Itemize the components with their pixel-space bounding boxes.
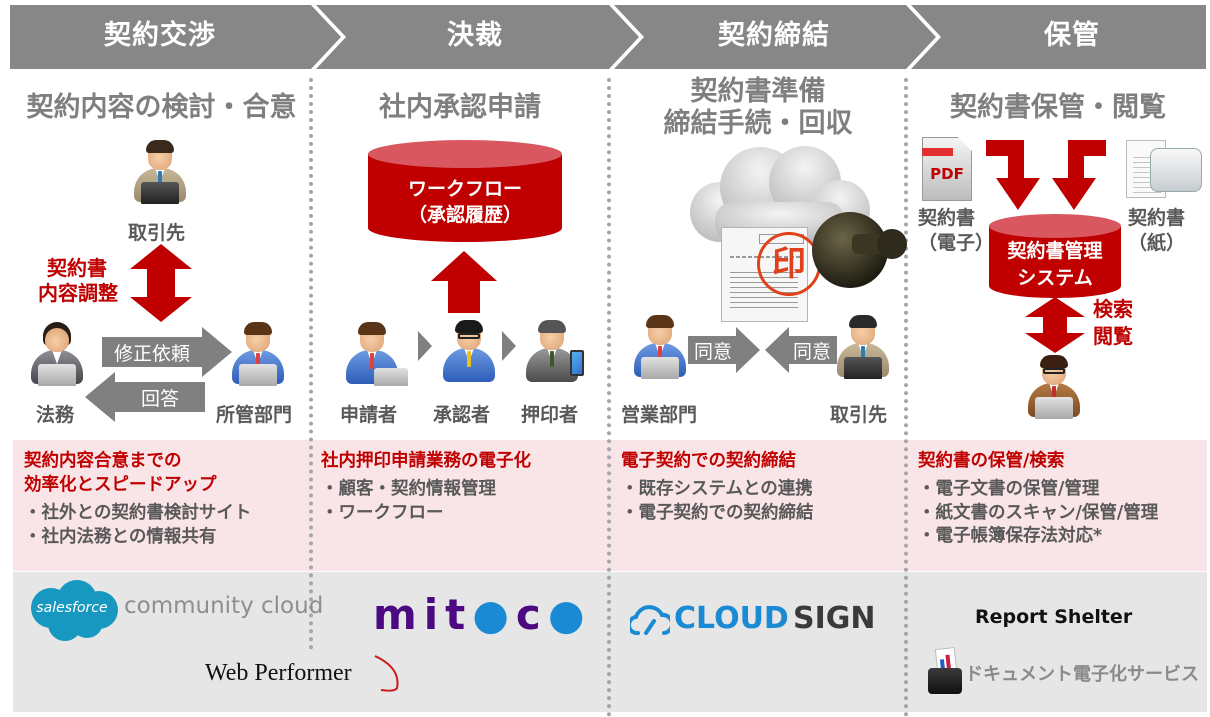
reply-arrow: 回答: [85, 372, 205, 422]
counterparty-label: 取引先: [830, 404, 888, 426]
electronic-contract-label: 契約書 （電子）: [918, 207, 995, 254]
contract-management-system: 契約書管理 システム: [989, 214, 1121, 298]
phase-label-signing: 契約締結: [718, 20, 830, 51]
workflow-database: ワークフロー （承認履歴）: [368, 140, 562, 244]
scanner-icon: [1150, 148, 1202, 192]
phase-chevron-3: [614, 5, 936, 69]
community-cloud-text: community cloud: [124, 593, 324, 619]
phase-chevron-1: [10, 5, 341, 69]
separator-1: [309, 78, 313, 650]
phase-header: 契約交渉 決裁 契約締結 保管: [0, 0, 1210, 72]
paper-contract-label: 契約書 （紙）: [1128, 207, 1186, 254]
agree-arrow-left: 同意: [688, 327, 760, 373]
phase-chevron-4: [911, 5, 1206, 69]
salesforce-cloud-icon: [31, 580, 118, 641]
benefit-approval: 社内押印申請業務の電子化 顧客・契約情報管理 ワークフロー: [321, 449, 531, 525]
phase-chevron-2: [316, 5, 639, 69]
up-arrow-icon: [431, 251, 497, 313]
benefit-item: 社内法務との情報共有: [24, 526, 251, 550]
applicant-label: 申請者: [340, 404, 398, 426]
section-title: 社内承認申請: [379, 92, 541, 123]
document-scanner-icon: [928, 647, 962, 696]
sales-label: 営業部門: [621, 404, 698, 426]
cloudsign-cloud-icon: [630, 605, 670, 636]
step-chevron-icon: [502, 331, 516, 361]
counterparty-label: 取引先: [128, 222, 186, 244]
benefit-storage: 契約書の保管/検索 電子文書の保管/管理 紙文書のスキャン/保管/管理 電子帳簿…: [918, 449, 1158, 549]
phase-label-approval: 決裁: [447, 20, 503, 51]
double-arrow-vertical-icon: [130, 244, 192, 322]
merge-arrows-icon: [986, 140, 1106, 210]
report-shelter-logo: Report Shelter: [975, 606, 1133, 628]
agree-arrow-right: 同意: [765, 327, 837, 373]
web-performer-logo: Web Performer: [205, 655, 399, 692]
section-title: 契約内容の検討・合意: [26, 92, 297, 123]
applicant-icon: [344, 322, 408, 386]
web-performer-swoosh-icon: [374, 655, 399, 692]
benefit-item: 社外との契約書検討サイト: [24, 502, 252, 526]
benefit-item: 電子帳簿保存法対応*: [918, 525, 1158, 549]
approver-label: 承認者: [433, 404, 491, 426]
pdf-file-icon: PDF: [922, 137, 972, 201]
stamper-icon: [524, 320, 584, 384]
department-label: 所管部門: [216, 404, 293, 426]
section-title: 契約書保管・閲覧: [950, 92, 1166, 123]
workflow-db-label: ワークフロー （承認履歴）: [407, 178, 522, 226]
search-view-label: 検索 閲覧: [1093, 297, 1133, 348]
phase-label-storage: 保管: [1044, 20, 1100, 51]
system-label: 契約書管理 システム: [1007, 240, 1103, 289]
counterparty-icon: [835, 315, 891, 379]
benefit-item: 電子契約での契約締結: [621, 502, 814, 526]
stamp-tool-icon: [812, 212, 907, 288]
phase-label-negotiation: 契約交渉: [104, 20, 216, 51]
benefit-item: 既存システムとの連携: [621, 478, 814, 502]
benefit-negotiation: 契約内容合意までの 効率化とスピードアップ 社外との契約書検討サイト 社内法務と…: [24, 449, 251, 549]
legal-label: 法務: [36, 404, 75, 426]
benefit-item: 紙文書のスキャン/保管/管理: [918, 502, 1159, 526]
salesforce-logo: salesforce: [25, 580, 120, 641]
adjust-label: 契約書 内容調整: [38, 256, 118, 305]
viewer-person-icon: [1026, 355, 1082, 419]
sales-person-icon: [632, 315, 688, 379]
department-person-icon: [230, 322, 286, 386]
section-title: 契約書準備 締結手続・回収: [663, 76, 853, 139]
double-arrow-vertical-icon: [1025, 297, 1085, 353]
legal-person-icon: [29, 322, 85, 386]
step-chevron-icon: [418, 331, 432, 361]
benefit-item: ワークフロー: [321, 502, 531, 526]
document-service-text: ドキュメント電子化サービス: [965, 664, 1199, 685]
counterparty-icon: [132, 140, 188, 204]
benefit-item: 電子文書の保管/管理: [918, 478, 1158, 502]
separator-3: [904, 78, 908, 717]
request-arrow: 修正依頼: [102, 327, 232, 377]
benefit-signing: 電子契約での契約締結 既存システムとの連携 電子契約での契約締結: [621, 449, 814, 525]
mitoco-logo: mit●c●: [373, 590, 592, 639]
benefit-item: 顧客・契約情報管理: [321, 478, 531, 502]
stamper-label: 押印者: [521, 404, 579, 426]
phase-chevron-band: [10, 5, 1206, 69]
separator-2: [607, 78, 611, 717]
approver-icon: [441, 320, 497, 384]
